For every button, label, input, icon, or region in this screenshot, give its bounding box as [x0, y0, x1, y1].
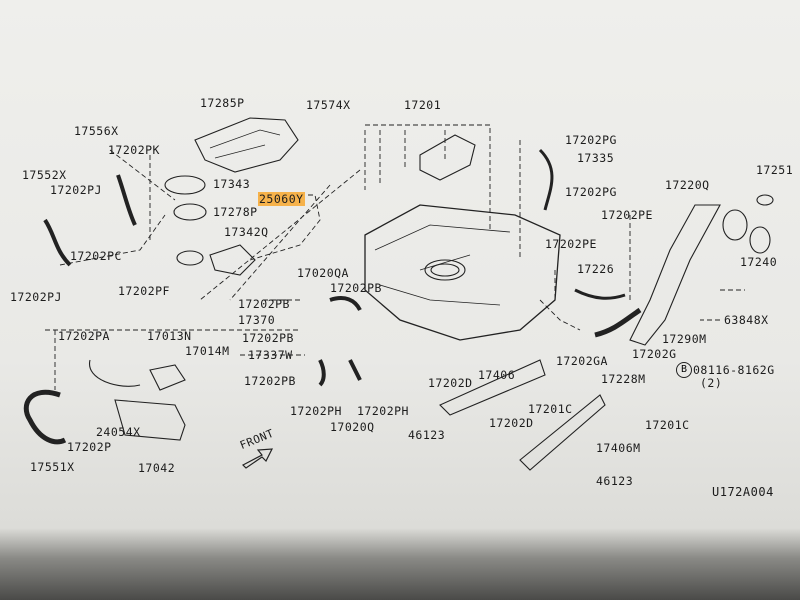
part-label: 17202PE	[601, 208, 653, 222]
part-label: 17013N	[147, 329, 192, 343]
part-label: 17551X	[30, 460, 75, 474]
part-label: 17574X	[306, 98, 351, 112]
bolt-symbol: B	[676, 362, 692, 378]
part-label: 17201	[404, 98, 442, 112]
part-label: 17202G	[632, 347, 677, 361]
part-label: 17020Q	[330, 420, 375, 434]
part-label: 17343	[213, 177, 251, 191]
part-label: 17370	[238, 313, 276, 327]
part-label: 17202D	[428, 376, 473, 390]
part-label: 17014M	[185, 344, 230, 358]
part-label: 24054X	[96, 425, 141, 439]
part-label: 17201C	[528, 402, 573, 416]
part-label: 17042	[138, 461, 176, 475]
highlighted-part-label: 25060Y	[258, 192, 305, 206]
part-label: 17202PB	[242, 331, 294, 345]
part-label: 17240	[740, 255, 778, 269]
part-label: 17201C	[645, 418, 690, 432]
part-label: 17202PB	[244, 374, 296, 388]
part-label: 17202P	[67, 440, 112, 454]
part-label: 17202PG	[565, 185, 617, 199]
part-label: 17202PF	[118, 284, 170, 298]
part-label: 17406	[478, 368, 516, 382]
part-label: 17220Q	[665, 178, 710, 192]
part-label: 17290M	[662, 332, 707, 346]
part-label: 17202PH	[357, 404, 409, 418]
part-label: 17202PB	[238, 297, 290, 311]
part-label: 17202PC	[70, 249, 122, 263]
part-label: 17226	[577, 262, 615, 276]
part-label: 17202PJ	[50, 183, 102, 197]
part-label: 17342Q	[224, 225, 269, 239]
part-label: 63848X	[724, 313, 769, 327]
part-label: 17202GA	[556, 354, 608, 368]
diagram-code: U172A004	[712, 485, 774, 499]
part-label: 17020QA	[297, 266, 349, 280]
part-label: 17278P	[213, 205, 258, 219]
part-label: 17251	[756, 163, 794, 177]
part-label: 17335	[577, 151, 615, 165]
part-label: 17202PH	[290, 404, 342, 418]
part-label: 17406M	[596, 441, 641, 455]
part-label: 17202PB	[330, 281, 382, 295]
part-label: 17202PA	[58, 329, 110, 343]
part-label: 46123	[408, 428, 446, 442]
part-label: 08116-8162G	[693, 363, 775, 377]
part-label: 17285P	[200, 96, 245, 110]
part-label: 17202PG	[565, 133, 617, 147]
part-label: 17228M	[601, 372, 646, 386]
part-label: 17552X	[22, 168, 67, 182]
quantity-label: (2)	[700, 376, 723, 390]
part-label: 17202PK	[108, 143, 160, 157]
part-label: 17337W	[248, 348, 293, 362]
part-label: 17556X	[74, 124, 119, 138]
part-label: 17202PE	[545, 237, 597, 251]
part-label: 17202D	[489, 416, 534, 430]
part-label: 17202PJ	[10, 290, 62, 304]
part-label: 46123	[596, 474, 634, 488]
